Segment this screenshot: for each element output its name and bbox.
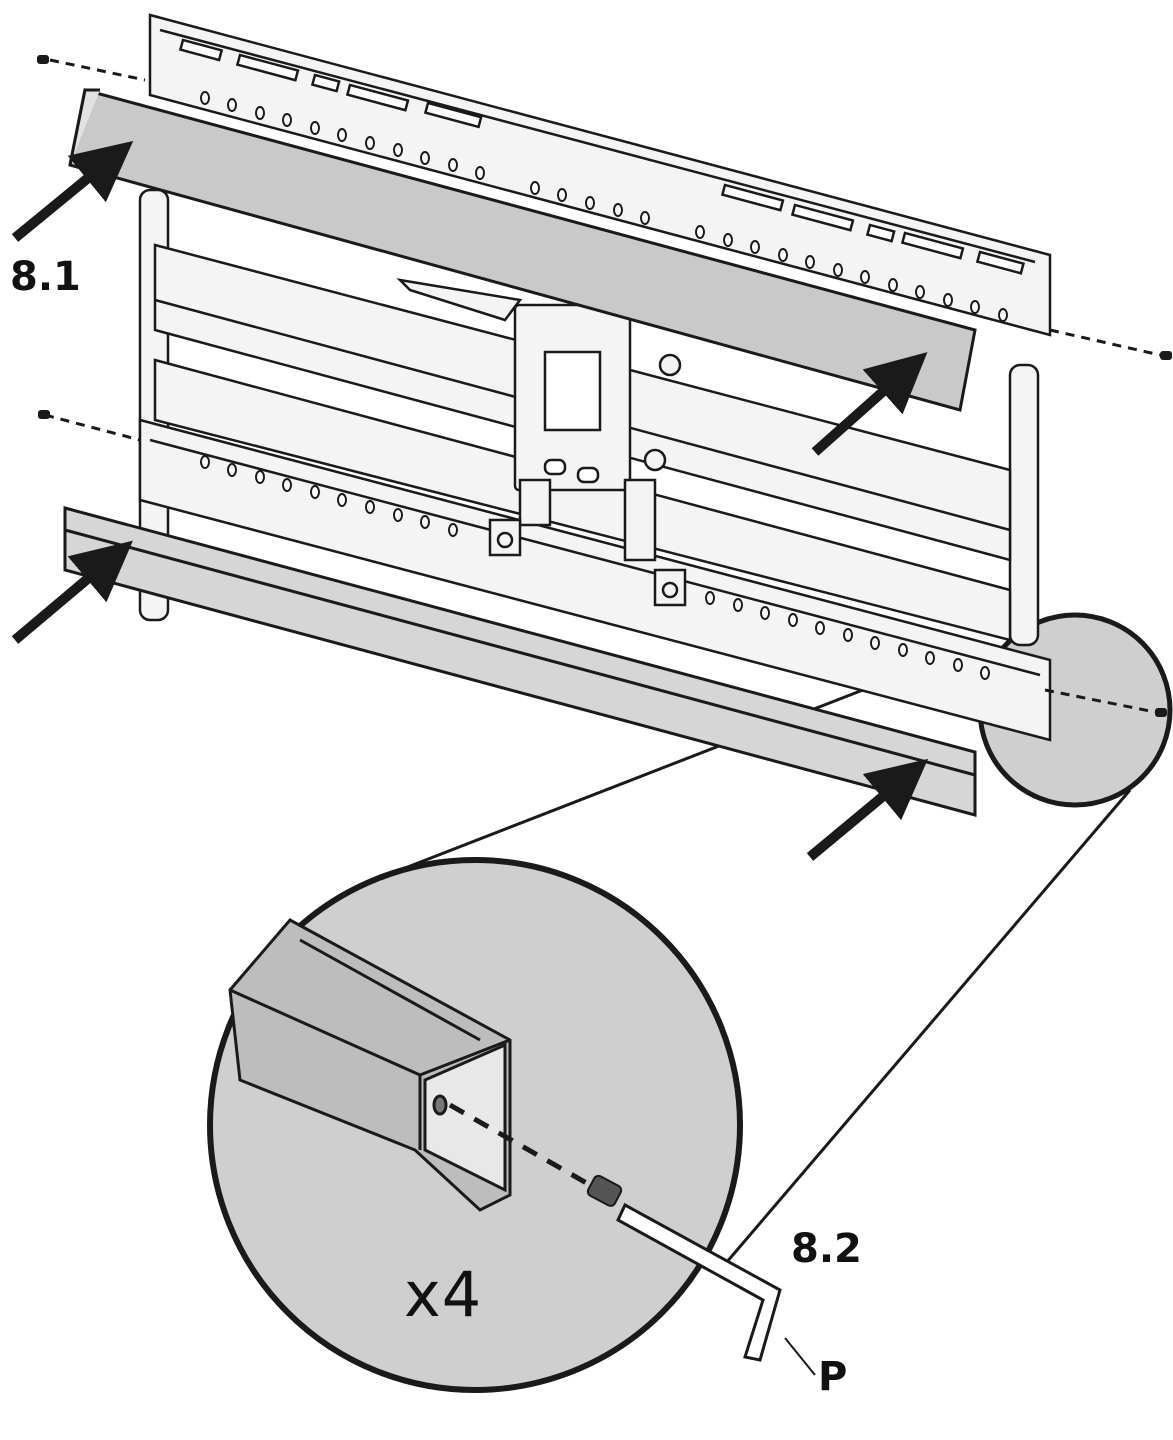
rail-holes-top <box>200 91 1008 322</box>
detail-rail-end <box>228 918 512 1212</box>
step-8-2-label: 8.2 <box>791 1226 862 1272</box>
step-8-1-label: 8.1 <box>10 254 81 300</box>
arrow-icon <box>11 140 134 242</box>
direction-arrows <box>11 140 929 861</box>
hex-key-icon <box>616 1202 782 1362</box>
detail-callout-lines <box>399 658 1132 1271</box>
wall-mount-bracket <box>138 13 1052 742</box>
screw-icons <box>37 55 1172 717</box>
arrow-icon <box>11 540 133 644</box>
arrow-icon <box>806 758 929 861</box>
part-p-label: P <box>818 1354 848 1400</box>
rail-holes-bottom <box>200 455 990 680</box>
screw-lines <box>44 58 1161 714</box>
bottom-cover-panel <box>63 506 977 817</box>
quantity-label: x4 <box>404 1258 483 1331</box>
detail-screw-icon <box>586 1174 623 1207</box>
part-p-leader <box>784 1337 816 1376</box>
arrow-icon <box>811 352 928 456</box>
